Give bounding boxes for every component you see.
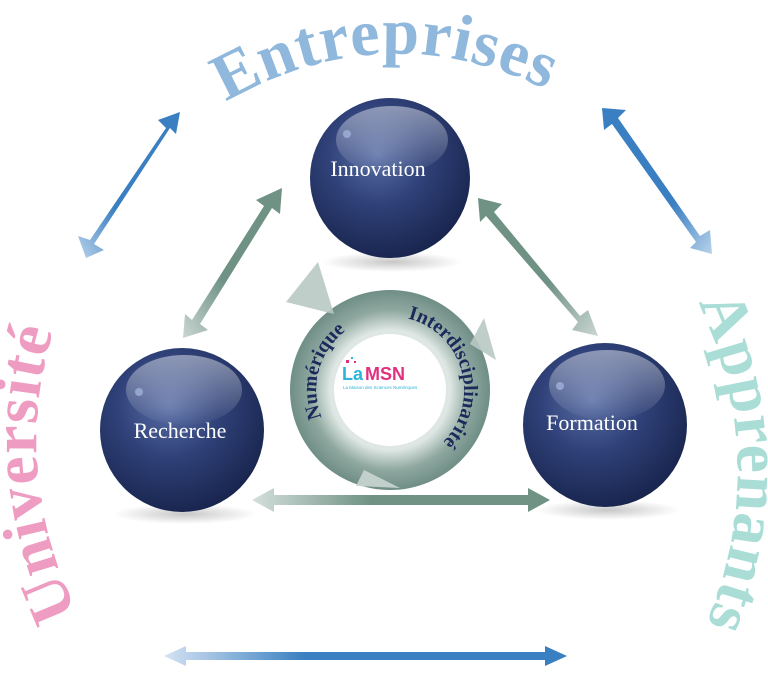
- label-universite: Université: [0, 315, 90, 635]
- arrow-entreprises-apprenants: [602, 108, 712, 254]
- node-innovation: Innovation: [310, 98, 470, 272]
- cycle-arrowhead-top: [286, 262, 334, 314]
- logo-subtitle: La Maison des Sciences Numériques: [343, 385, 418, 390]
- node-recherche: Recherche: [100, 348, 264, 524]
- arrow-universite-apprenants: [164, 646, 567, 666]
- label-entreprises: Entreprises: [200, 0, 572, 115]
- node-label-recherche: Recherche: [134, 418, 227, 443]
- node-label-formation: Formation: [546, 410, 638, 435]
- logo-prefix: La: [342, 364, 364, 384]
- cycle-arrowhead-bottom: [356, 470, 400, 488]
- cycle-diagram: La MSN La Maison des Sciences Numériques…: [286, 262, 496, 490]
- logo-dots-icon: [346, 360, 349, 363]
- arrow-recherche-formation: [252, 488, 550, 512]
- node-formation: Formation: [523, 343, 687, 520]
- logo-name: MSN: [365, 364, 405, 384]
- label-apprenants: Apprenants: [686, 281, 768, 645]
- arrow-entreprises-universite: [78, 112, 180, 258]
- cycle-arrowhead-right: [470, 318, 496, 360]
- node-label-innovation: Innovation: [330, 156, 425, 181]
- lamsn-logo: La MSN La Maison des Sciences Numériques: [342, 357, 418, 390]
- arrow-innovation-recherche: [183, 188, 282, 338]
- arrow-innovation-formation: [478, 198, 598, 336]
